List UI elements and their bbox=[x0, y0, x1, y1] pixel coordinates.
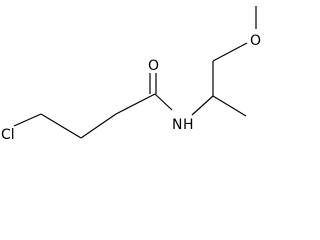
bond-nitrogen-ch bbox=[191, 95, 214, 116]
bond-ch2-ether-oxygen bbox=[212, 42, 248, 62]
bond-c2-c3 bbox=[80, 113, 117, 139]
carbonyl-oxygen-label: O bbox=[148, 58, 159, 74]
amide-nitrogen-label: N bbox=[172, 117, 182, 133]
bond-carbonyl-nitrogen bbox=[154, 93, 173, 111]
chlorine-atom-label: Cl bbox=[1, 127, 15, 142]
amide-hydrogen-label: H bbox=[183, 117, 194, 133]
chemical-structure: Cl O N H O bbox=[1, 6, 261, 142]
bond-ch-methyl bbox=[212, 95, 247, 117]
bond-c1-c2 bbox=[40, 113, 82, 139]
bond-c3-carbonyl bbox=[115, 93, 156, 115]
bond-cl-c1 bbox=[13, 113, 42, 127]
ether-oxygen-label: O bbox=[250, 33, 261, 49]
